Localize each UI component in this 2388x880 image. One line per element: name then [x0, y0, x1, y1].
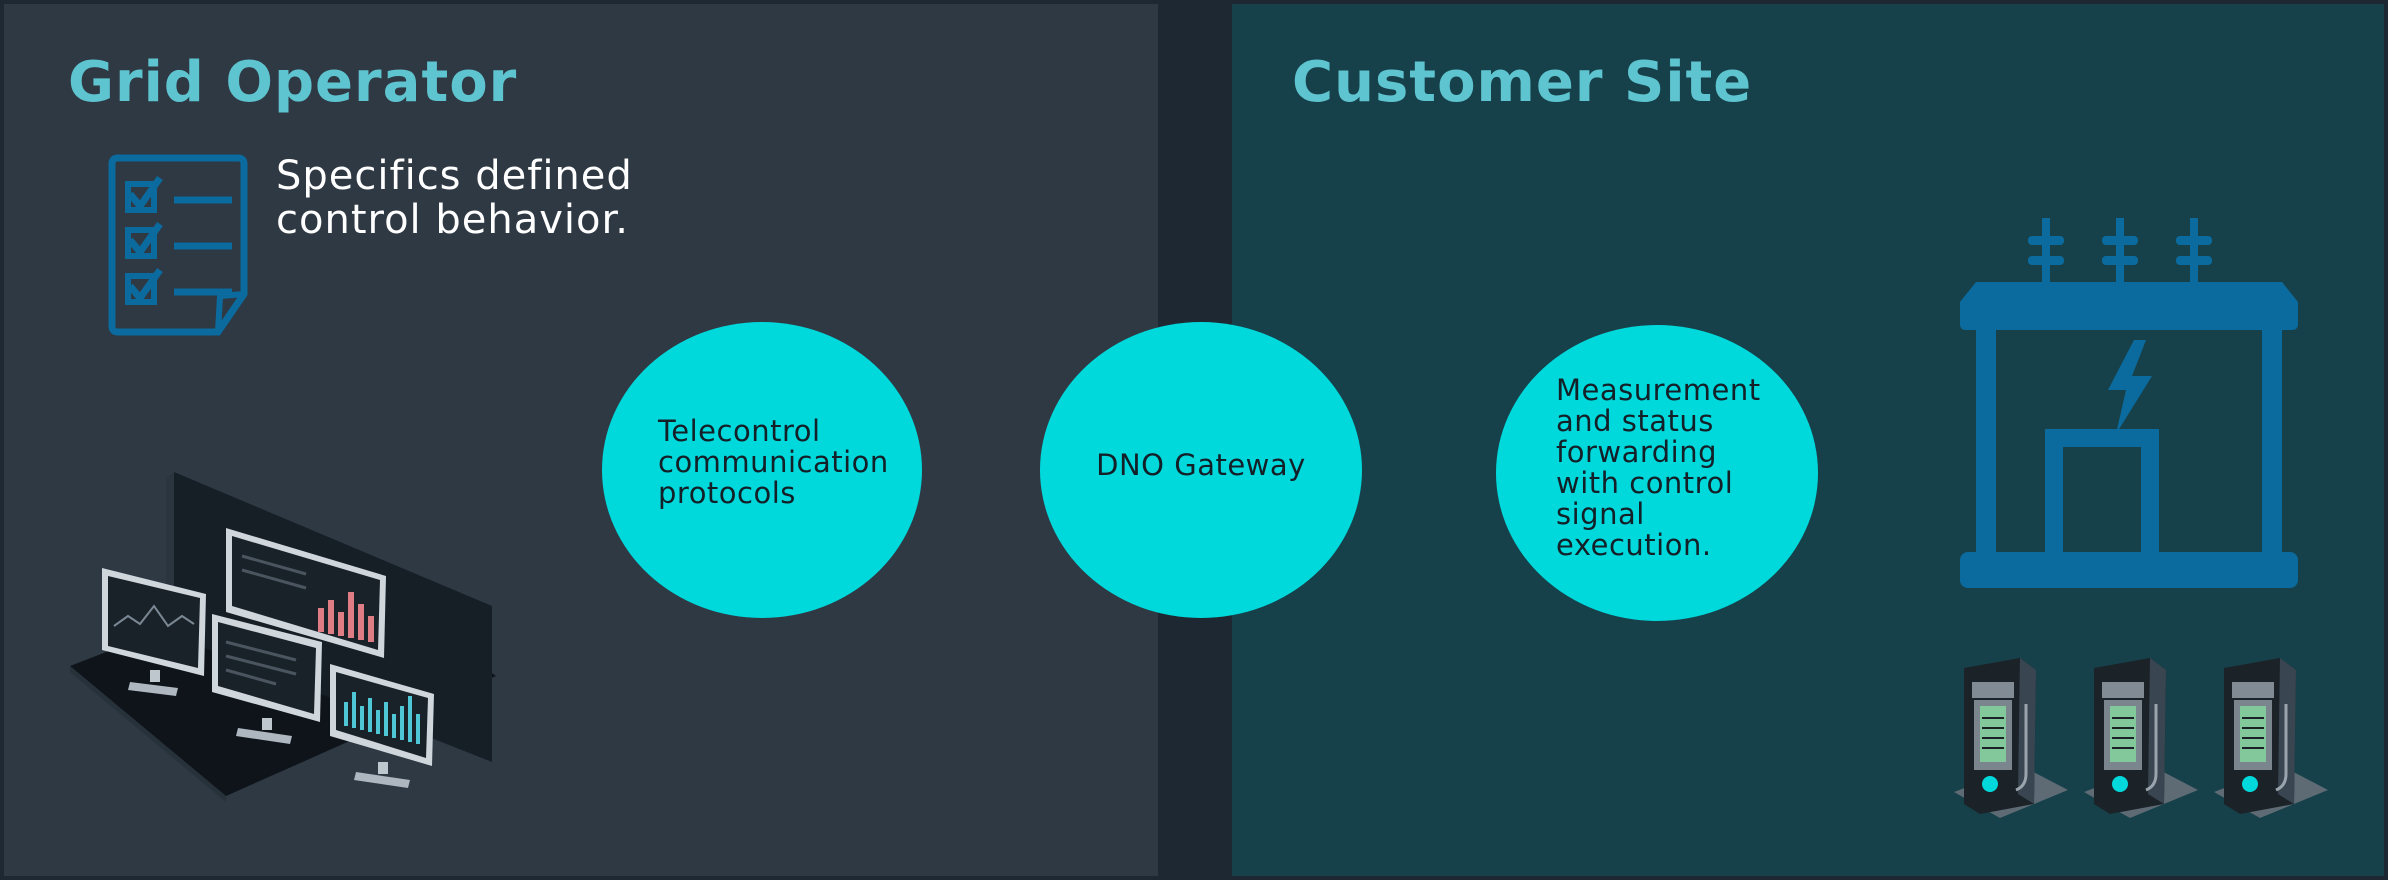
telecontrol-circle: Telecontrol communication protocols [602, 322, 922, 618]
spec-line: control behavior. [276, 197, 629, 243]
monitor-wall-icon [70, 472, 496, 802]
circle-text-line: Measurement [1556, 373, 1761, 407]
circle-text-line: Telecontrol [658, 414, 821, 448]
spec-line: Specifics defined [276, 153, 633, 199]
checklist-icon [108, 154, 248, 336]
circle-text-line: DNO Gateway [1096, 448, 1306, 482]
circle-text-line: with control [1556, 466, 1734, 500]
circle-text-line: protocols [658, 476, 796, 510]
circle-text-line: signal [1556, 497, 1645, 531]
dno-gateway-circle: DNO Gateway [1040, 322, 1362, 618]
circle-text-line: forwarding [1556, 435, 1718, 469]
measurement-circle: Measurement and status forwarding with c… [1496, 325, 1818, 621]
ev-charger-icon [1954, 658, 2328, 818]
grid-operator-panel: Grid Operator Specifics defined control … [4, 4, 1158, 876]
transformer-icon [1960, 218, 2298, 588]
grid-operator-title: Grid Operator [68, 50, 518, 115]
circle-text-line: and status [1556, 404, 1714, 438]
customer-site-title: Customer Site [1292, 50, 1753, 115]
circle-text-line: execution. [1556, 528, 1712, 562]
circle-text-line: communication [658, 445, 889, 479]
spec-description: Specifics defined control behavior. [276, 154, 633, 242]
